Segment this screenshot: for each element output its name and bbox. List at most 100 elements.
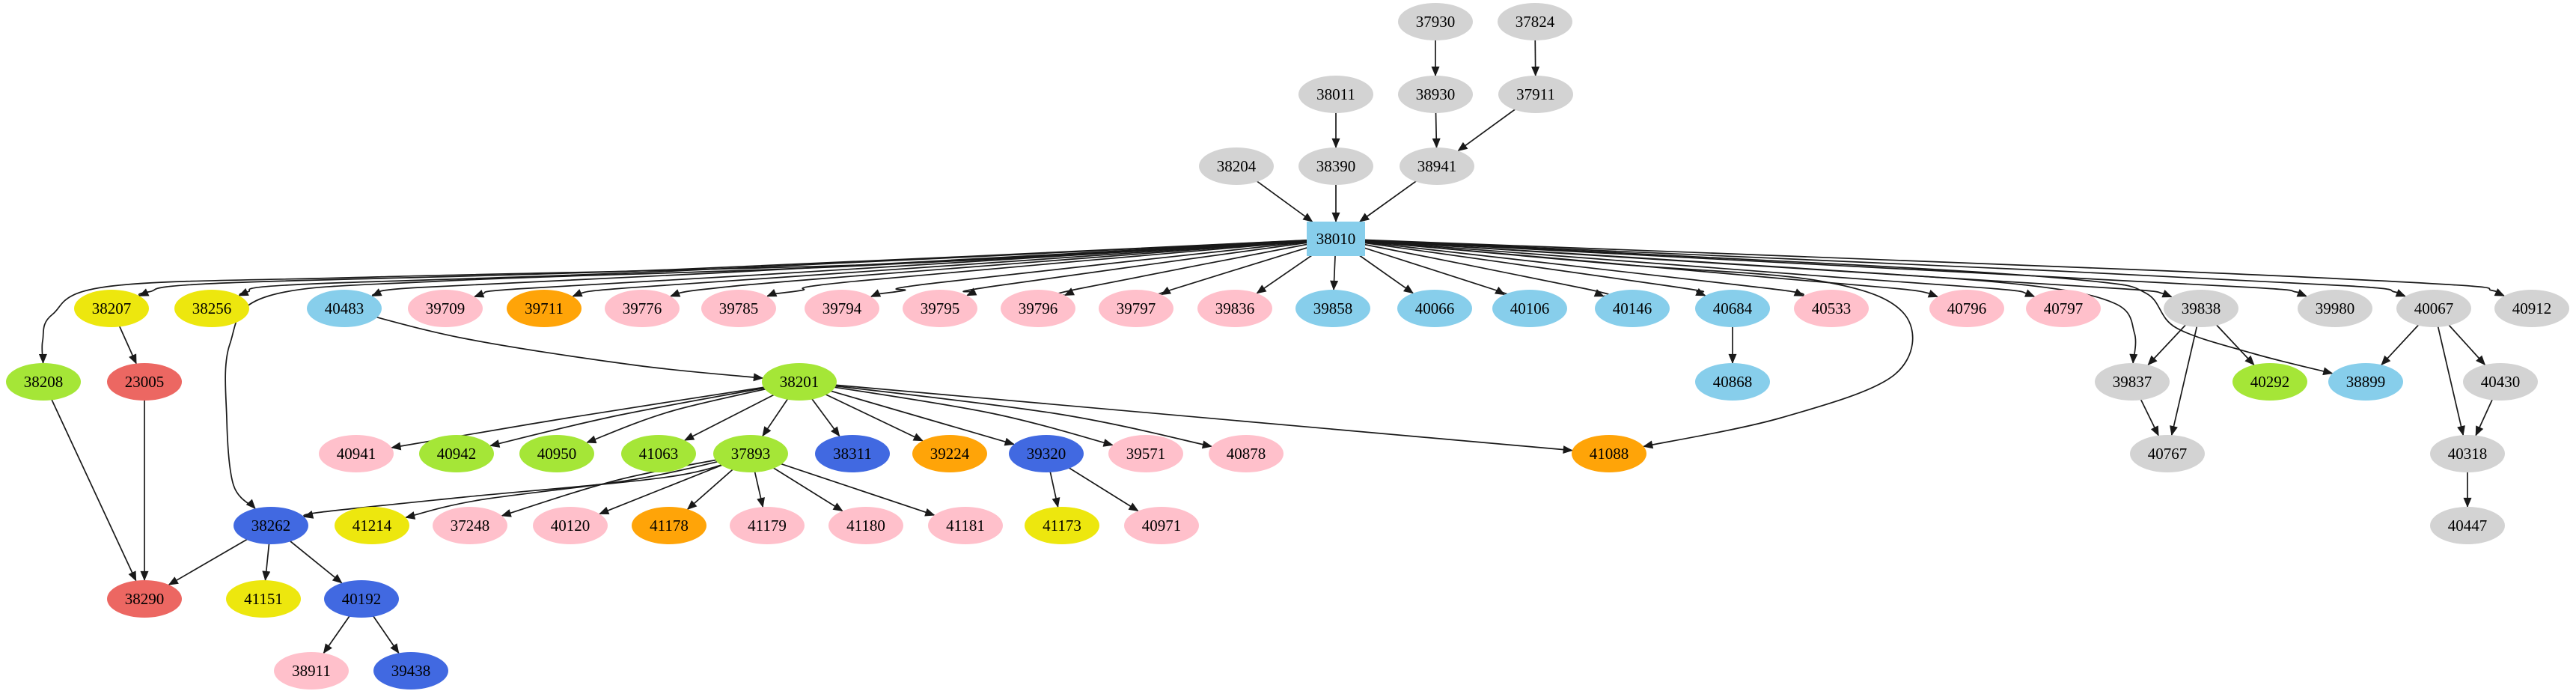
edge-37893-41214 — [405, 453, 751, 520]
node-38390: 38390 — [1298, 147, 1373, 185]
edge-38010-38899 — [1335, 238, 2334, 376]
node-41181: 41181 — [928, 507, 1003, 544]
node-40878: 40878 — [1209, 435, 1284, 472]
node-label-37824: 37824 — [1516, 13, 1555, 31]
node-shape-40868 — [1695, 363, 1770, 401]
node-shape-39858 — [1295, 290, 1370, 327]
node-shape-40106 — [1492, 290, 1567, 327]
node-shape-40950 — [519, 435, 594, 472]
node-40797: 40797 — [2026, 290, 2101, 327]
node-37893: 37893 — [713, 435, 788, 472]
node-40447: 40447 — [2430, 507, 2505, 544]
node-40868: 40868 — [1695, 363, 1770, 401]
node-label-39837: 39837 — [2113, 373, 2152, 391]
node-37911: 37911 — [1498, 76, 1573, 113]
node-shape-41181 — [928, 507, 1003, 544]
node-label-40146: 40146 — [1613, 299, 1652, 317]
node-shape-38930 — [1398, 76, 1473, 113]
node-label-40067: 40067 — [2414, 299, 2454, 317]
node-41214: 41214 — [335, 507, 409, 544]
node-shape-38204 — [1199, 147, 1274, 185]
node-shape-38899 — [2328, 363, 2403, 401]
node-39858: 39858 — [1295, 290, 1370, 327]
node-shape-37930 — [1398, 3, 1473, 40]
node-label-39858: 39858 — [1313, 299, 1353, 317]
node-label-40971: 40971 — [1142, 517, 1182, 535]
node-39797: 39797 — [1099, 290, 1173, 327]
edge-40483-38201 — [344, 308, 764, 382]
edge-38010-39776 — [670, 238, 1337, 297]
node-label-38311: 38311 — [833, 445, 872, 463]
node-39795: 39795 — [903, 290, 977, 327]
node-40796: 40796 — [1929, 290, 2004, 327]
node-shape-40797 — [2026, 290, 2101, 327]
node-40767: 40767 — [2130, 435, 2205, 472]
node-label-38262: 38262 — [251, 517, 291, 535]
node-shape-39796 — [1001, 290, 1075, 327]
node-shape-38011 — [1298, 76, 1373, 113]
node-label-37248: 37248 — [451, 517, 490, 535]
node-39776: 39776 — [605, 290, 680, 327]
node-label-39711: 39711 — [525, 299, 564, 317]
node-label-38011: 38011 — [1316, 85, 1355, 103]
edge-38208-38290 — [43, 381, 137, 582]
node-39980: 39980 — [2298, 290, 2372, 327]
node-shape-39438 — [373, 652, 448, 690]
node-40942: 40942 — [419, 435, 494, 472]
node-shape-40146 — [1595, 290, 1670, 327]
node-label-40066: 40066 — [1415, 299, 1455, 317]
node-38207: 38207 — [74, 290, 149, 327]
node-40684: 40684 — [1695, 290, 1770, 327]
node-shape-40878 — [1209, 435, 1284, 472]
node-shape-39320 — [1009, 435, 1084, 472]
node-shape-39838 — [2164, 290, 2238, 327]
node-label-38207: 38207 — [92, 299, 132, 317]
edge-38010-40684 — [1335, 238, 1706, 296]
node-shape-39836 — [1197, 290, 1272, 327]
node-label-38930: 38930 — [1416, 85, 1456, 103]
node-label-39980: 39980 — [2316, 299, 2355, 317]
node-38899: 38899 — [2328, 363, 2403, 401]
node-shape-39794 — [805, 290, 879, 327]
node-39837: 39837 — [2095, 363, 2170, 401]
node-39838: 39838 — [2164, 290, 2238, 327]
node-shape-40447 — [2430, 507, 2505, 544]
node-label-41214: 41214 — [352, 517, 392, 535]
node-label-40483: 40483 — [325, 299, 364, 317]
node-40912: 40912 — [2494, 290, 2569, 327]
node-41179: 41179 — [730, 507, 805, 544]
node-37930: 37930 — [1398, 3, 1473, 40]
node-shape-38311 — [815, 435, 890, 472]
node-38011: 38011 — [1298, 76, 1373, 113]
node-shape-40796 — [1929, 290, 2004, 327]
node-label-40430: 40430 — [2481, 373, 2521, 391]
node-23005: 23005 — [107, 363, 182, 401]
edge-38010-40483 — [371, 238, 1337, 297]
node-label-39796: 39796 — [1019, 299, 1058, 317]
node-shape-41180 — [828, 507, 903, 544]
node-38201: 38201 — [762, 363, 837, 401]
node-37824: 37824 — [1498, 3, 1572, 40]
node-label-23005: 23005 — [125, 373, 165, 391]
node-label-41151: 41151 — [244, 590, 283, 608]
node-label-40447: 40447 — [2448, 517, 2488, 535]
node-38256: 38256 — [174, 290, 249, 327]
node-shape-37824 — [1498, 3, 1572, 40]
node-shape-23005 — [107, 363, 182, 401]
node-shape-38290 — [107, 580, 182, 618]
node-label-39224: 39224 — [930, 445, 970, 463]
node-shape-41214 — [335, 507, 409, 544]
node-label-37930: 37930 — [1416, 13, 1456, 31]
node-38911: 38911 — [274, 652, 349, 690]
node-label-38204: 38204 — [1217, 157, 1257, 175]
node-label-40120: 40120 — [551, 517, 590, 535]
edge-40067-40318 — [2433, 308, 2465, 436]
node-label-40868: 40868 — [1713, 373, 1753, 391]
node-label-38390: 38390 — [1316, 157, 1356, 175]
node-40533: 40533 — [1794, 290, 1869, 327]
node-label-38899: 38899 — [2346, 373, 2386, 391]
node-39320: 39320 — [1009, 435, 1084, 472]
node-shape-40066 — [1397, 290, 1472, 327]
node-shape-40767 — [2130, 435, 2205, 472]
node-41173: 41173 — [1025, 507, 1099, 544]
